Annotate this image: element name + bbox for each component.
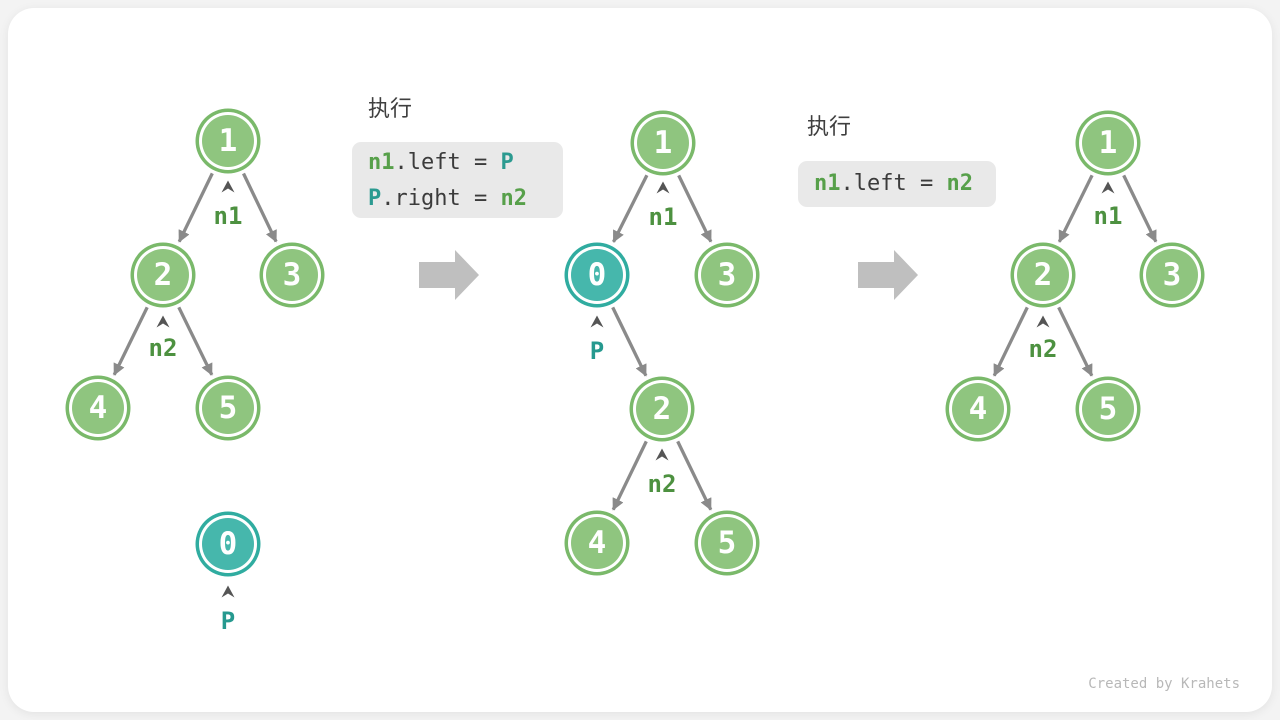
watermark-credit: Created by Krahets bbox=[1088, 676, 1240, 692]
code-token: n2 bbox=[500, 186, 527, 211]
tree-node-0: 0 bbox=[202, 518, 254, 570]
pointer-label-n1: n1 bbox=[648, 203, 678, 231]
tree-node-2: 2 bbox=[137, 249, 189, 301]
tree-node-0: 0 bbox=[571, 249, 623, 301]
pointer-label-p: P bbox=[589, 337, 605, 365]
pointer-label-p: P bbox=[220, 607, 236, 635]
code-block-2: n1.left = n2 bbox=[798, 161, 996, 207]
code-line: P.right = n2 bbox=[368, 181, 563, 217]
tree-node-3: 3 bbox=[1146, 249, 1198, 301]
tree-node-4: 4 bbox=[571, 517, 623, 569]
tree-node-1: 1 bbox=[1082, 117, 1134, 169]
tree-node-5: 5 bbox=[701, 517, 753, 569]
tree-node-3: 3 bbox=[701, 249, 753, 301]
code-line: n1.left = P bbox=[368, 145, 563, 181]
pointer-label-n1: n1 bbox=[213, 202, 243, 230]
code-token: P bbox=[368, 186, 382, 211]
tree-node-3: 3 bbox=[266, 249, 318, 301]
pointer-label-n2: n2 bbox=[647, 470, 677, 498]
code-token: n2 bbox=[946, 171, 973, 196]
code-token: P bbox=[500, 150, 514, 175]
pointer-label-n2: n2 bbox=[148, 334, 178, 362]
pointer-label-n1: n1 bbox=[1093, 202, 1123, 230]
pointer-label-n2: n2 bbox=[1028, 335, 1058, 363]
tree-node-1: 1 bbox=[202, 115, 254, 167]
code-token: n1 bbox=[814, 171, 841, 196]
code-token: .right = bbox=[381, 186, 501, 211]
code-line: n1.left = n2 bbox=[814, 166, 996, 202]
tree-node-2: 2 bbox=[636, 383, 688, 435]
tree-node-1: 1 bbox=[637, 117, 689, 169]
tree-node-4: 4 bbox=[72, 382, 124, 434]
exec-heading-1: 执行 bbox=[368, 97, 413, 122]
code-token: .left = bbox=[840, 171, 947, 196]
code-token: n1 bbox=[368, 150, 395, 175]
exec-heading-2: 执行 bbox=[807, 115, 852, 140]
tree-node-2: 2 bbox=[1017, 249, 1069, 301]
code-token: .left = bbox=[394, 150, 501, 175]
tree-node-5: 5 bbox=[202, 382, 254, 434]
code-block-1: n1.left = P P.right = n2 bbox=[352, 142, 563, 218]
tree-node-4: 4 bbox=[952, 383, 1004, 435]
tree-node-5: 5 bbox=[1082, 383, 1134, 435]
